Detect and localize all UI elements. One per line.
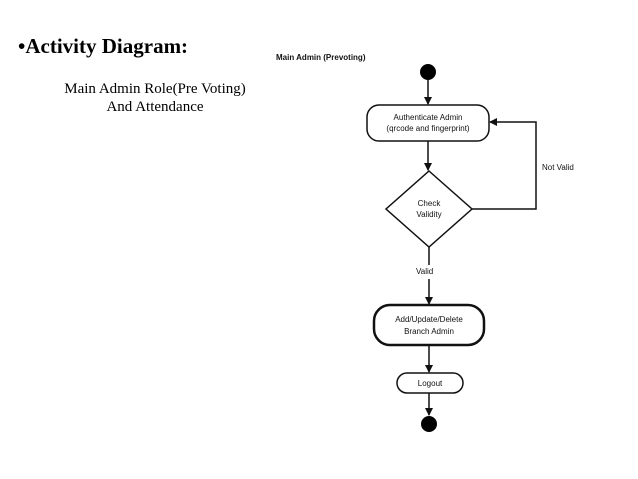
not-valid-label: Not Valid — [542, 163, 574, 172]
end-node — [421, 416, 437, 432]
manage-branch-admin-node — [372, 303, 486, 347]
logout-label: Logout — [418, 379, 443, 388]
start-node — [420, 64, 436, 80]
slide-title: •Activity Diagram: — [18, 34, 189, 58]
manage-label-line-2: Branch Admin — [404, 327, 454, 336]
authenticate-admin-node — [366, 104, 490, 142]
diagram-title: Main Admin (Prevoting) — [276, 53, 366, 62]
authenticate-label-line-2: (qrcode and fingerprint) — [386, 124, 469, 133]
subtitle-line-1: Main Admin Role(Pre Voting) — [64, 81, 246, 97]
logout-node — [396, 372, 464, 394]
check-label-line-1: Check — [418, 199, 442, 208]
slide-subtitle: Main Admin Role(Pre Voting) And Attendan… — [40, 80, 270, 116]
manage-label-line-1: Add/Update/Delete — [395, 315, 463, 324]
check-validity-decision — [384, 169, 474, 249]
valid-label: Valid — [416, 267, 433, 276]
check-label-line-2: Validity — [416, 210, 441, 219]
edge-not-valid-loop — [472, 118, 537, 210]
subtitle-line-2: And Attendance — [106, 99, 204, 115]
authenticate-label-line-1: Authenticate Admin — [394, 113, 463, 122]
